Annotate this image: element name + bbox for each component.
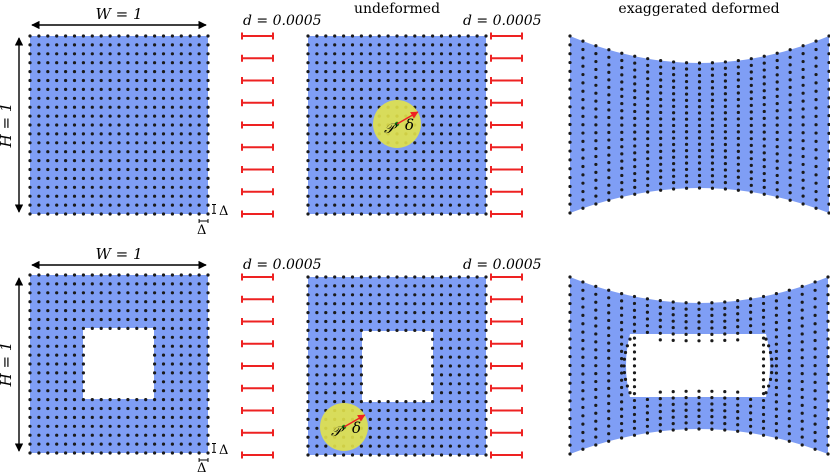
plate-with-hole-reference-panel xyxy=(28,273,210,455)
plate-with-hole-deformed-panel xyxy=(568,275,830,456)
d-left-label: d = 0.0005 xyxy=(243,257,322,273)
particle-grid xyxy=(28,34,210,216)
d-right-label: d = 0.0005 xyxy=(463,13,542,29)
solid-plate-deformed-panel xyxy=(568,34,830,215)
solid-plate-undeformed-panel xyxy=(306,34,488,216)
height-label: H = 1 xyxy=(0,103,15,149)
width-label: W = 1 xyxy=(95,245,142,263)
particle-grid xyxy=(28,273,210,455)
d-left-label: d = 0.0005 xyxy=(243,13,322,29)
d-right-label: d = 0.0005 xyxy=(463,257,542,273)
height-label: H = 1 xyxy=(0,342,15,388)
deformed-hole xyxy=(626,334,770,397)
row2-annotations: W = 1 H = 1 Δ Δ d = 0.0005 d = 0.0005 xyxy=(0,245,542,474)
boundary-condition-bars xyxy=(241,273,523,459)
horizon-radius-label: δ xyxy=(405,116,414,134)
boundary-condition-bars xyxy=(241,32,523,218)
particle-grid xyxy=(568,275,830,456)
delta-spacing-label-vertical: Δ xyxy=(219,443,228,458)
horizon-radius-label: δ xyxy=(352,419,361,437)
plate-hole xyxy=(83,328,154,399)
solid-plate-reference-panel xyxy=(28,34,210,216)
row1-annotations: W = 1 H = 1 Δ Δ d = 0.0005 d = 0.0005 xyxy=(0,5,542,238)
plate-hole xyxy=(362,331,433,402)
delta-spacing-label-vertical: Δ xyxy=(219,204,228,219)
particle-grid xyxy=(306,34,488,216)
undeformed-title: undeformed xyxy=(354,1,440,17)
delta-spacing-label-horizontal: Δ xyxy=(197,461,206,474)
horizon-radius-arrow xyxy=(396,111,419,125)
delta-ticks xyxy=(198,204,216,462)
particle-grid xyxy=(568,34,830,215)
horizon-radius-arrow xyxy=(343,414,366,428)
particle-grid xyxy=(306,275,488,457)
delta-spacing-label-horizontal: Δ xyxy=(197,223,206,238)
width-label: W = 1 xyxy=(95,5,142,23)
deformed-title: exaggerated deformed xyxy=(618,1,779,17)
